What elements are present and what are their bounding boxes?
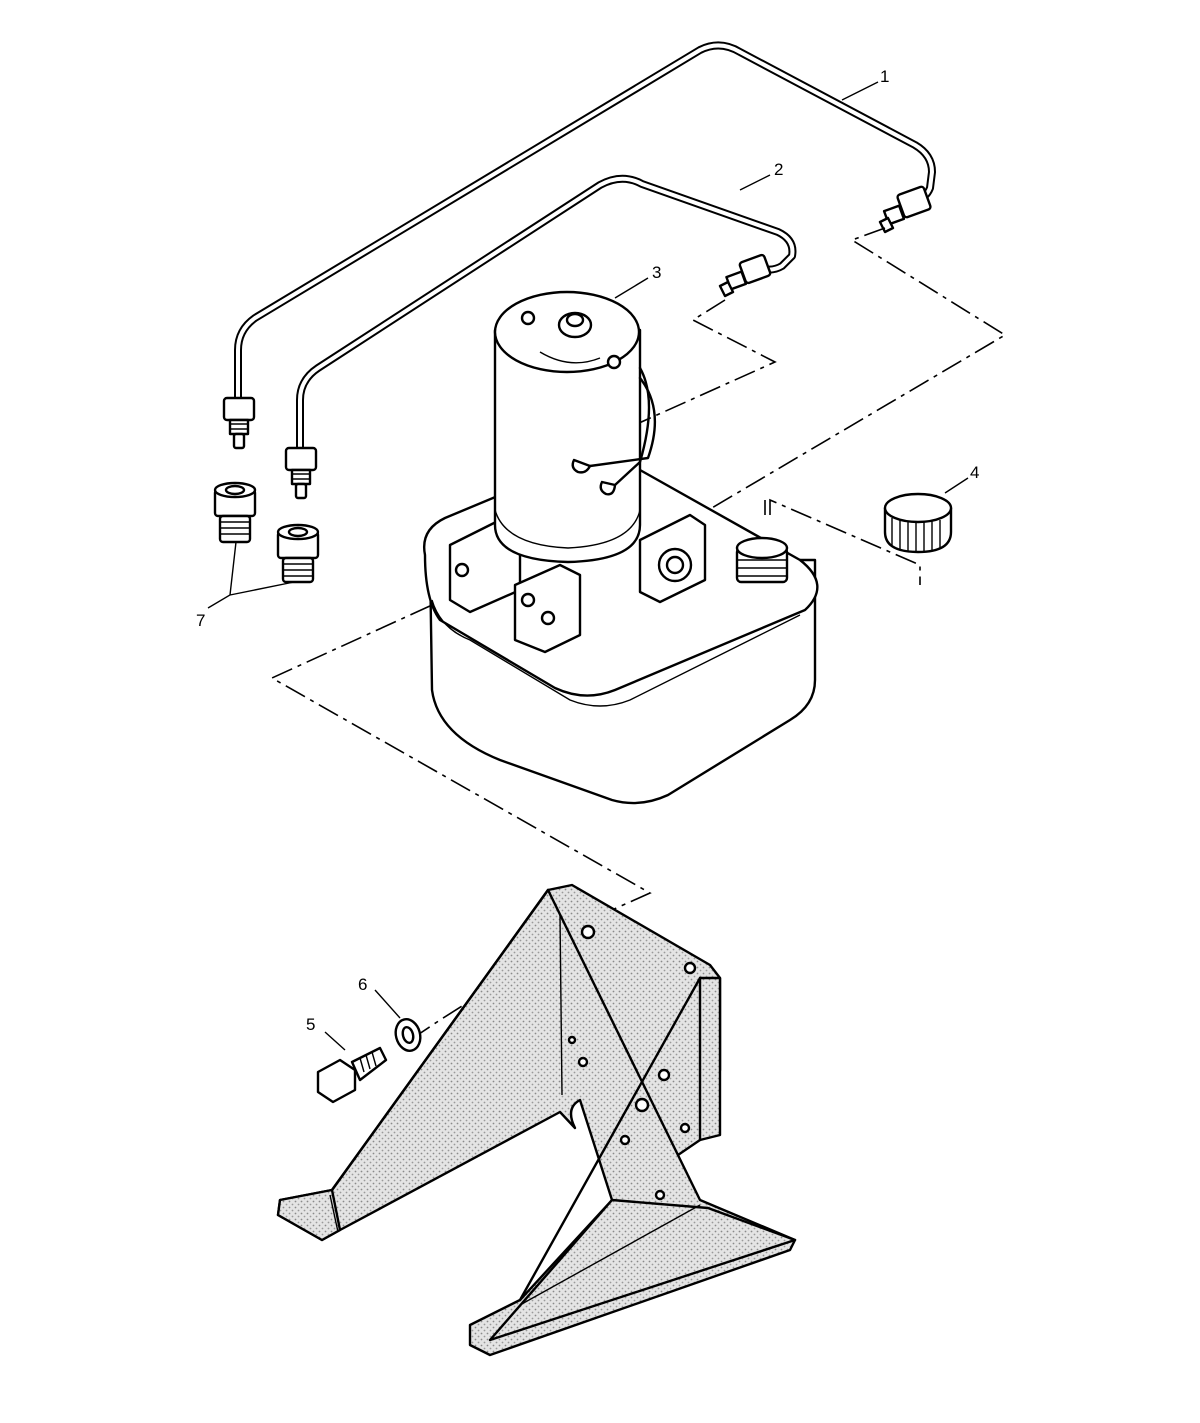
reservoir-cap (883, 492, 953, 554)
callout-7: 7 (196, 611, 205, 630)
pump-motor (493, 290, 657, 564)
mounting-bracket (276, 883, 797, 1357)
callout-numbers: 1 2 3 4 5 6 7 (196, 67, 979, 1034)
lock-washer (394, 1018, 422, 1052)
callout-1: 1 (880, 67, 889, 86)
bolt (316, 1046, 388, 1104)
fittings (213, 481, 320, 584)
callout-6: 6 (358, 975, 367, 994)
callout-3: 3 (652, 263, 661, 282)
callout-2: 2 (774, 160, 783, 179)
hydraulic-line-1 (222, 41, 936, 450)
callout-5: 5 (306, 1015, 315, 1034)
leader-lines (207, 81, 969, 1051)
callout-4: 4 (970, 463, 979, 482)
hydraulic-line-2 (284, 174, 797, 500)
